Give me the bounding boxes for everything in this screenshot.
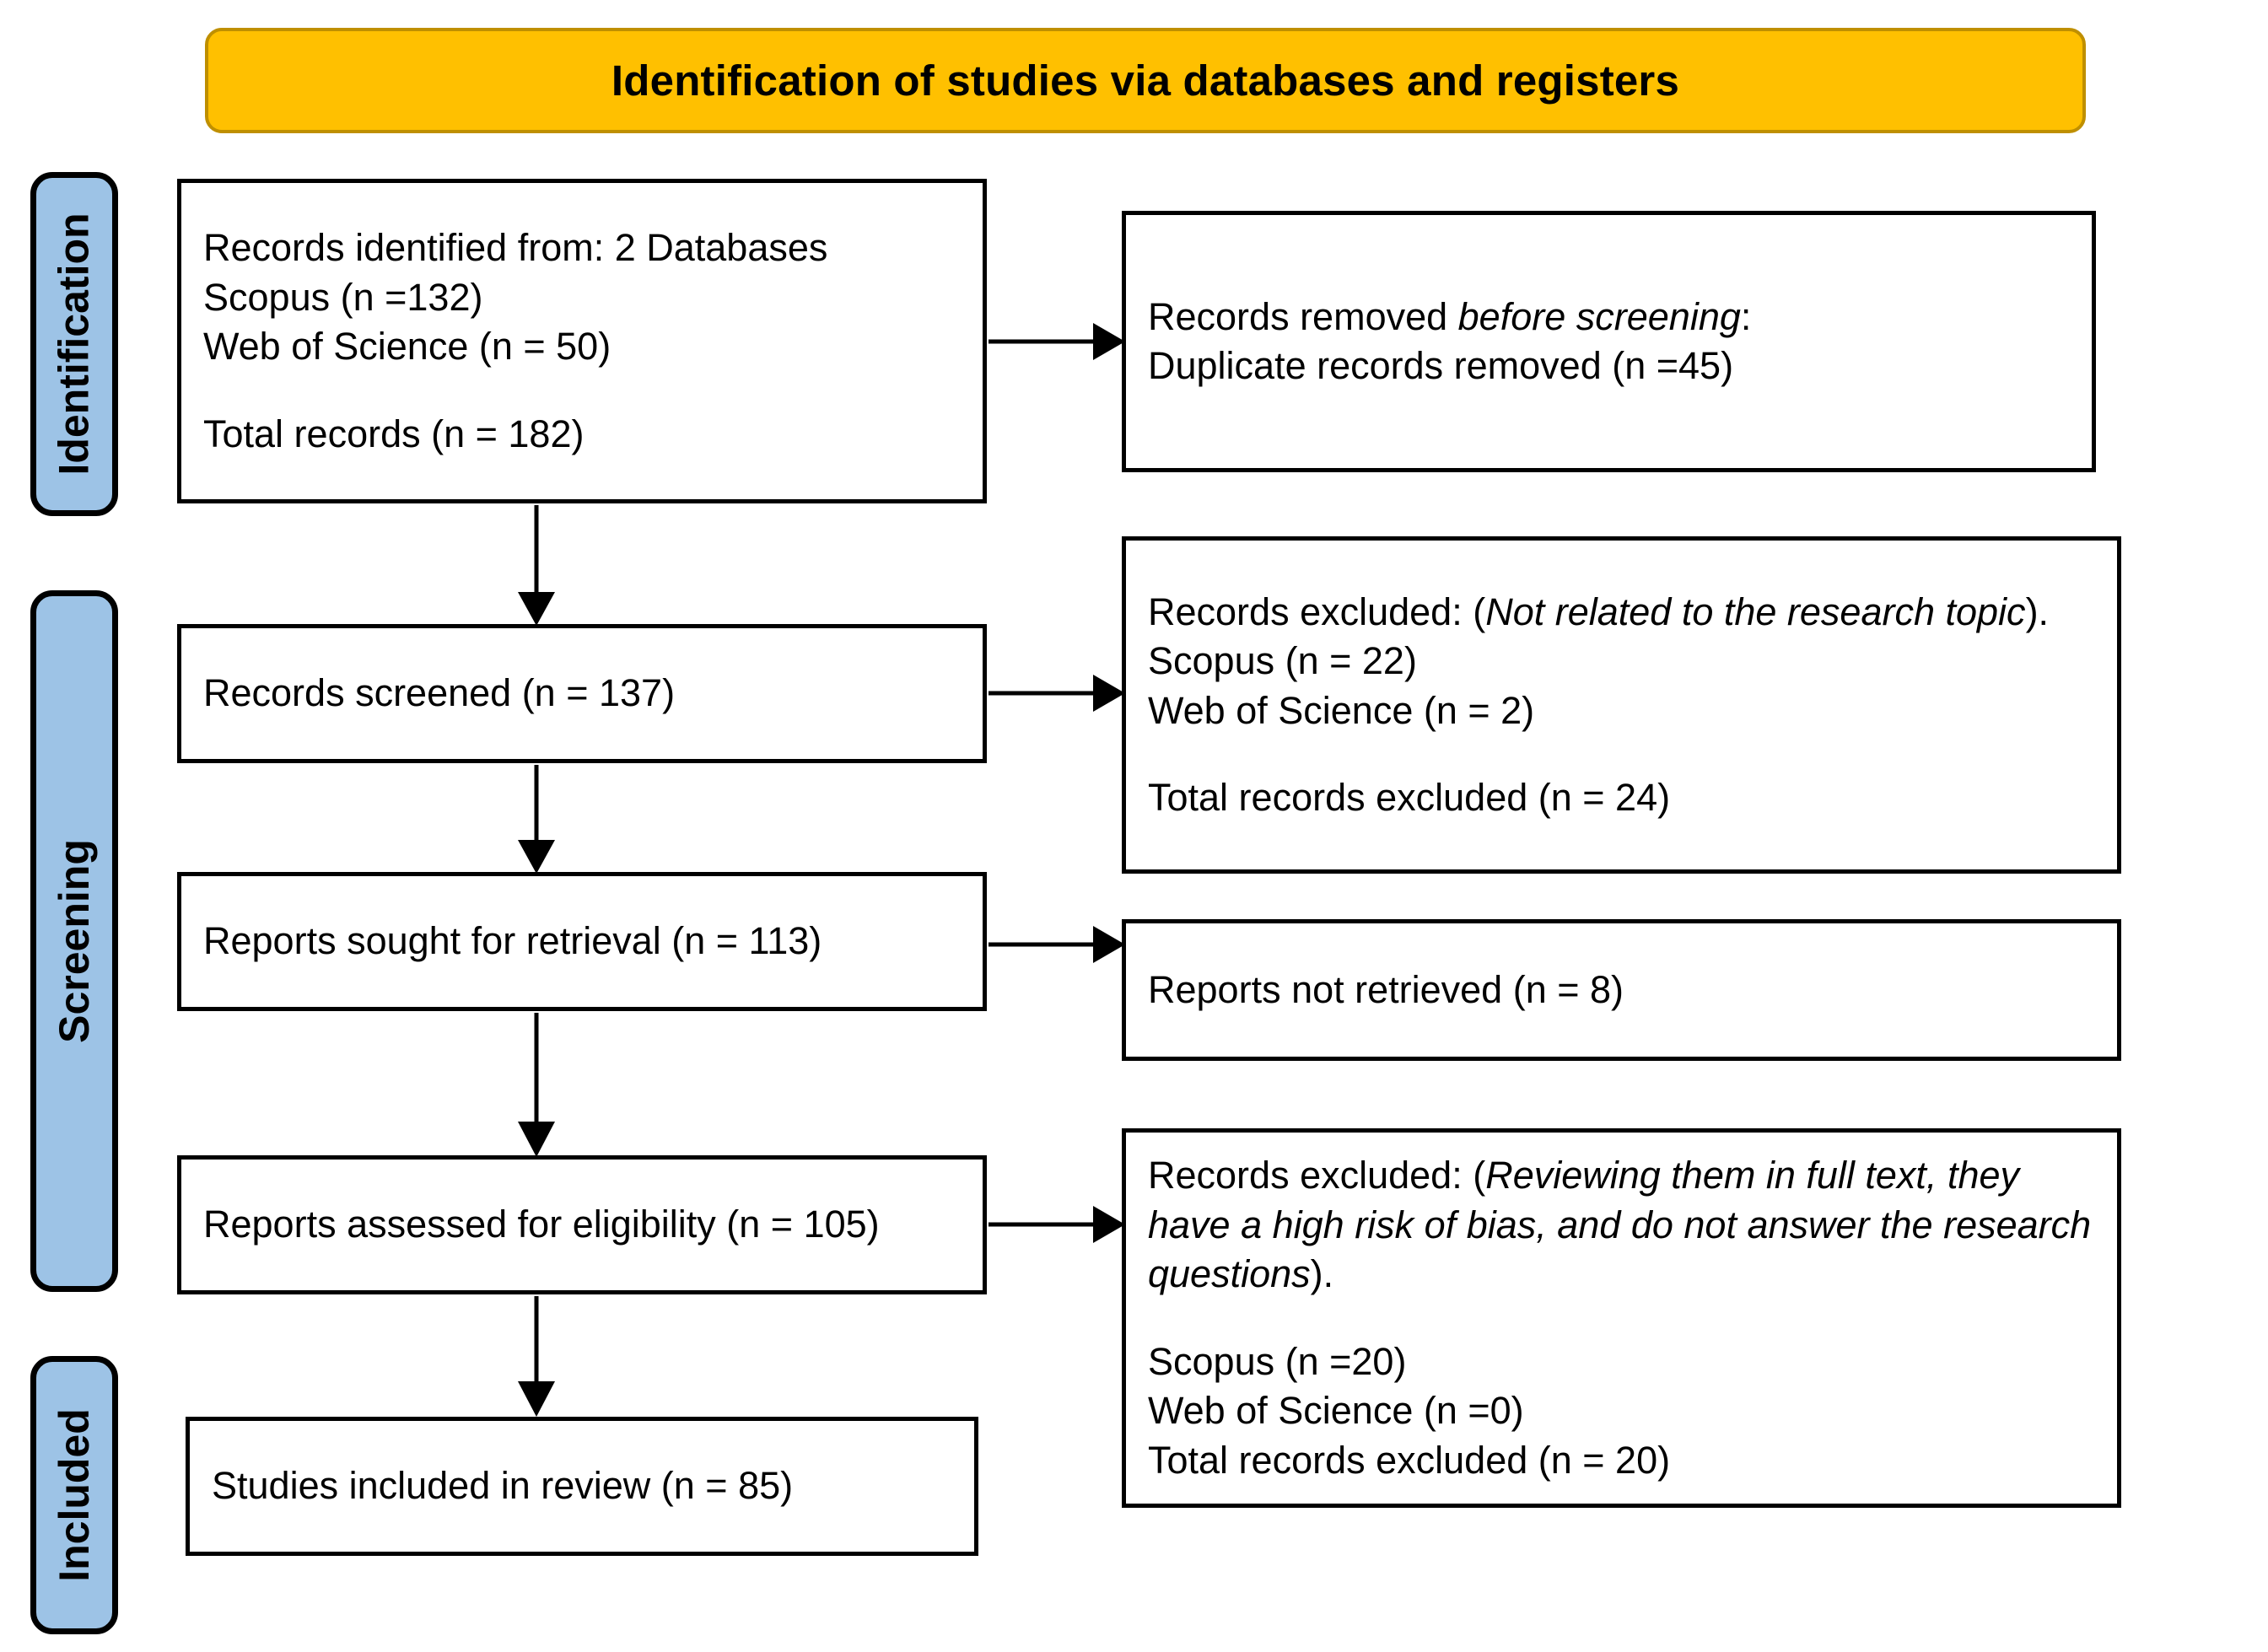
records-identified-wos: Web of Science (n = 50) [203, 325, 611, 368]
arrow-screened-to-excluded-screening [989, 675, 1125, 712]
studies-included-line1: Studies included in review (n = 85) [212, 1464, 794, 1508]
arrow-screened-to-sought [518, 765, 555, 874]
arrow-identified-to-removed [989, 323, 1125, 360]
node-records-excluded-screening: Records excluded: (Not related to the re… [1122, 536, 2121, 874]
records-excluded-eligibility-suffix: ). [1310, 1252, 1334, 1295]
page-title: Identification of studies via databases … [611, 57, 1680, 105]
records-excluded-screening-suffix: ). [2025, 589, 2050, 633]
arrow-sought-to-assessed [518, 1013, 555, 1157]
node-reports-not-retrieved: Reports not retrieved (n = 8) [1122, 919, 2121, 1061]
records-excluded-eligibility-scopus: Scopus (n =20) [1148, 1339, 1407, 1383]
reports-not-retrieved-line1: Reports not retrieved (n = 8) [1148, 967, 1624, 1011]
node-records-screened: Records screened (n = 137) [177, 624, 987, 763]
diagram-header-banner: Identification of studies via databases … [205, 28, 2086, 133]
arrow-identified-to-screened [518, 505, 555, 626]
node-reports-assessed-for-eligibility: Reports assessed for eligibility (n = 10… [177, 1155, 987, 1294]
spacer [181, 372, 983, 410]
records-excluded-eligibility-emphasis: Reviewing them in full text, they have a… [1148, 1154, 2102, 1295]
arrow-assessed-to-excluded-eligibility [989, 1206, 1125, 1243]
stage-label-identification-text: Identification [51, 213, 99, 476]
stage-label-screening: Screening [30, 590, 118, 1292]
records-identified-total: Total records (n = 182) [203, 412, 585, 455]
spacer [1126, 735, 2117, 773]
records-excluded-screening-line1: Records excluded: (Not related to the re… [1126, 588, 2117, 638]
node-reports-sought-for-retrieval: Reports sought for retrieval (n = 113) [177, 872, 987, 1011]
records-excluded-eligibility-line1: Records excluded: (Reviewing them in ful… [1126, 1151, 2117, 1300]
stage-label-included: Included [30, 1356, 118, 1634]
records-excluded-eligibility-total: Total records excluded (n = 20) [1148, 1438, 1671, 1482]
records-excluded-screening-prefix: Records excluded: ( [1148, 589, 1486, 633]
spacer [1126, 1300, 2117, 1337]
stage-label-screening-text: Screening [51, 839, 98, 1043]
arrow-sought-to-not-retrieved [989, 926, 1125, 963]
records-excluded-eligibility-prefix: Records excluded: ( [1148, 1154, 1486, 1197]
records-screened-line1: Records screened (n = 137) [203, 671, 676, 715]
reports-assessed-line1: Reports assessed for eligibility (n = 10… [203, 1203, 880, 1246]
reports-sought-line1: Reports sought for retrieval (n = 113) [203, 919, 822, 963]
records-removed-duplicates: Duplicate records removed (n =45) [1148, 344, 1734, 387]
node-records-identified: Records identified from: 2 Databases Sco… [177, 179, 987, 503]
records-removed-line1: Records removed before screening: [1126, 293, 2092, 342]
records-excluded-eligibility-wos: Web of Science (n =0) [1148, 1389, 1524, 1432]
records-identified-line1: Records identified from: 2 Databases [203, 226, 828, 269]
records-removed-prefix: Records removed [1148, 294, 1458, 338]
records-excluded-screening-wos: Web of Science (n = 2) [1148, 688, 1535, 732]
records-removed-suffix: : [1740, 294, 1752, 338]
records-excluded-screening-scopus: Scopus (n = 22) [1148, 639, 1417, 682]
node-records-excluded-eligibility: Records excluded: (Reviewing them in ful… [1122, 1128, 2121, 1508]
records-removed-emphasis: before screening [1457, 294, 1741, 338]
node-records-removed-before-screening: Records removed before screening: Duplic… [1122, 211, 2096, 472]
records-identified-scopus: Scopus (n =132) [203, 275, 483, 319]
stage-label-included-text: Included [51, 1408, 99, 1582]
node-studies-included-in-review: Studies included in review (n = 85) [186, 1417, 978, 1556]
records-excluded-screening-total: Total records excluded (n = 24) [1148, 776, 1671, 819]
stage-label-identification: Identification [30, 172, 118, 516]
arrow-assessed-to-included [518, 1296, 555, 1417]
records-excluded-screening-emphasis: Not related to the research topic [1485, 589, 2026, 633]
